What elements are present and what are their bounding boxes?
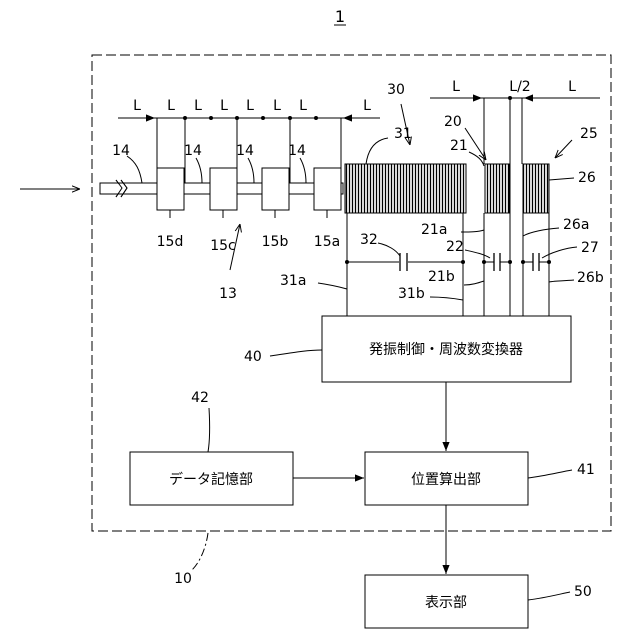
coil-26-leader <box>549 178 574 180</box>
device-label: 10 <box>174 571 192 587</box>
scale-mark-1: 14 <box>112 143 130 159</box>
coil-21b-leader <box>464 281 484 285</box>
magnet-label-15c: 15c <box>210 238 236 254</box>
magnet-15b <box>262 168 289 210</box>
sub-unit-25-label: 25 <box>580 126 598 142</box>
capacitor-27-label: 27 <box>581 240 599 256</box>
scale-unit-label: 13 <box>219 286 237 302</box>
scale-pitch-7: L <box>299 98 307 114</box>
magnet-15c <box>210 168 237 210</box>
magnet-15d <box>157 168 184 210</box>
coil-31a-leader <box>318 283 347 289</box>
coil-pitch-1: L <box>452 79 460 95</box>
scale-pitch-2: L <box>167 98 175 114</box>
coil-31a-label: 31a <box>280 273 306 289</box>
display-label: 50 <box>574 584 592 600</box>
oscillator-leader <box>270 350 322 356</box>
sub-unit-25-arrow <box>555 140 572 158</box>
scale-pitch-8: L <box>363 98 371 114</box>
device-leader <box>192 533 208 570</box>
coil-26 <box>523 164 549 213</box>
coil-26b-leader <box>549 280 574 282</box>
coil-31b-leader <box>430 297 463 300</box>
scale-mark-4: 14 <box>288 143 306 159</box>
scale-pitch-1: L <box>133 98 141 114</box>
data-storage-label: 42 <box>191 390 209 406</box>
coil-31-leader <box>366 138 388 164</box>
sub-unit-20-label: 20 <box>444 114 462 130</box>
coil-26a-label: 26a <box>563 217 589 233</box>
capacitor-27-leader <box>542 247 577 258</box>
coil-31b-label: 31b <box>398 286 425 302</box>
scale-pitch-5: L <box>246 98 254 114</box>
magnet-label-15d: 15d <box>157 234 184 250</box>
magnet-label-15a: 15a <box>314 234 340 250</box>
oscillator-text: 発振制御・周波数変換器 <box>369 341 523 358</box>
position-calc-leader <box>528 470 572 478</box>
capacitor-32-leader <box>378 243 400 256</box>
scale-pitch-6: L <box>273 98 281 114</box>
scale-mark-2: 14 <box>184 143 202 159</box>
magnet-15a <box>314 168 341 210</box>
capacitor-32-label: 32 <box>360 232 378 248</box>
magnet-label-15b: 15b <box>262 234 289 250</box>
coil-21 <box>485 164 509 213</box>
data-storage-text: データ記憶部 <box>169 471 253 488</box>
data-storage-leader <box>208 408 210 452</box>
scale-pitch-3: L <box>194 98 202 114</box>
coil-21-label: 21 <box>450 138 468 154</box>
position-calc-label: 41 <box>577 462 595 478</box>
display-leader <box>528 592 570 600</box>
scale-pitch-4: L <box>220 98 228 114</box>
capacitor-22-leader <box>465 250 490 258</box>
coil-31-label: 31 <box>394 126 412 142</box>
capacitor-22-label: 22 <box>446 239 464 255</box>
coil-pitch-2: L/2 <box>509 79 530 95</box>
display-text: 表示部 <box>425 595 467 611</box>
detector-label: 30 <box>387 82 405 98</box>
magnet-labels: 15d 15c 15b 15a <box>157 210 341 254</box>
figure-number: 1 <box>335 7 345 26</box>
coil-21b-label: 21b <box>428 269 455 285</box>
oscillator-label: 40 <box>244 349 262 365</box>
coil-pitch-3: L <box>568 79 576 95</box>
coil-26b-label: 26b <box>577 270 604 286</box>
coil-21a-label: 21a <box>421 222 447 238</box>
position-calc-text: 位置算出部 <box>411 472 481 488</box>
scale-mark-3: 14 <box>236 143 254 159</box>
coil-31 <box>345 164 466 213</box>
coil-26a-leader <box>523 228 559 236</box>
coil-21a-leader <box>461 230 484 232</box>
coil-26-label: 26 <box>578 170 596 186</box>
